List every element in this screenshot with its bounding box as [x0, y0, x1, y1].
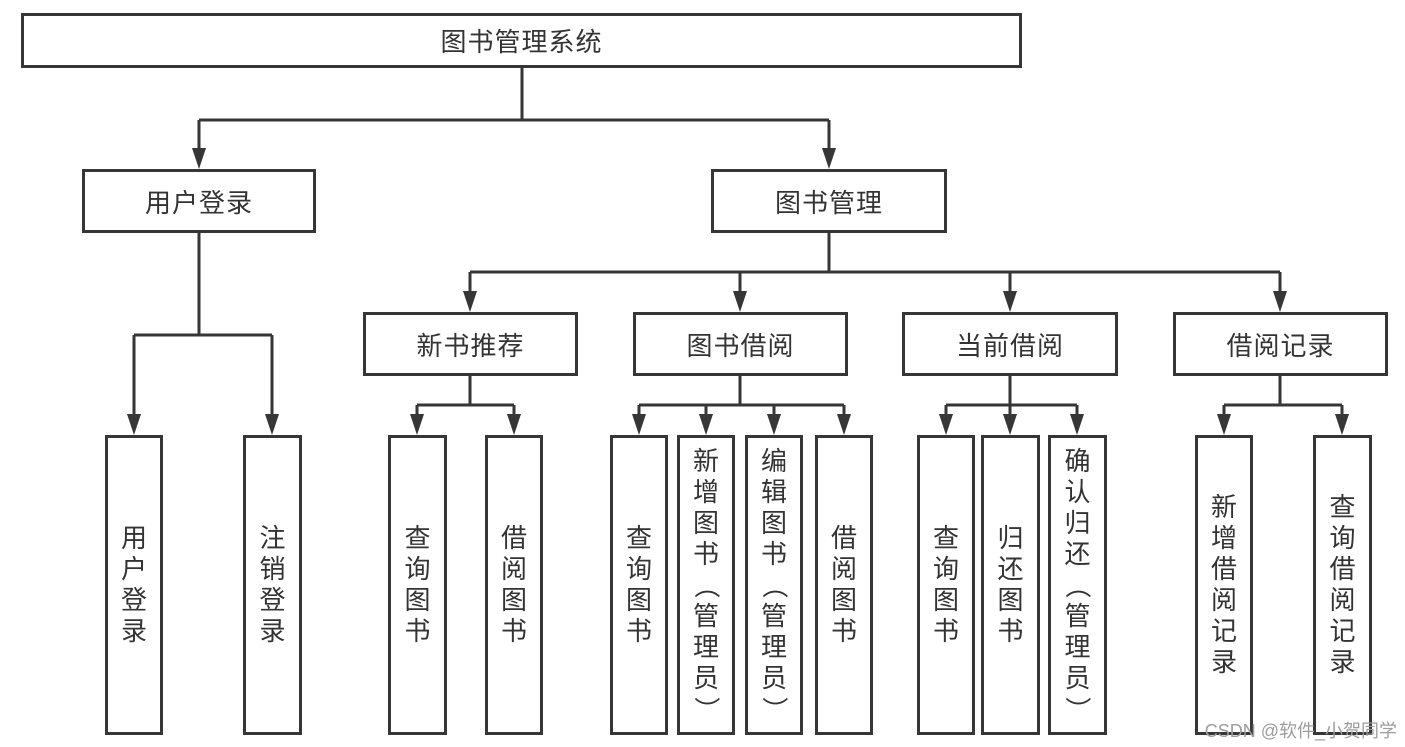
leaf-user-login-label: 用户登录 — [120, 523, 147, 646]
leaf-borrow-books-borrowing: 借阅图书 — [815, 435, 873, 735]
leaf-add-book-admin: 新增图书（管理员） — [677, 435, 735, 735]
node-user-login-label: 用户登录 — [144, 187, 253, 218]
leaf-confirm-return-admin-label: 确认归还（管理员） — [1062, 445, 1093, 723]
leaf-query-borrow-record: 查询借阅记录 — [1313, 435, 1372, 735]
leaf-borrow-books-recommend-label: 借阅图书 — [500, 523, 527, 646]
node-book-borrowing-label: 图书借阅 — [686, 330, 795, 361]
node-new-book-recommend: 新书推荐 — [363, 312, 578, 376]
leaf-query-books-borrowing: 查询图书 — [610, 435, 668, 735]
node-book-management-label: 图书管理 — [774, 187, 883, 218]
node-book-management: 图书管理 — [711, 169, 947, 233]
leaf-logout: 注销登录 — [243, 435, 302, 735]
leaf-query-books-current: 查询图书 — [917, 435, 975, 735]
leaf-query-books-recommend-label: 查询图书 — [404, 523, 431, 646]
leaf-borrow-books-borrowing-label: 借阅图书 — [830, 523, 857, 646]
leaf-query-books-recommend: 查询图书 — [388, 435, 447, 735]
node-user-login: 用户登录 — [82, 169, 316, 233]
node-library-management-system: 图书管理系统 — [21, 13, 1022, 68]
node-current-borrowing-label: 当前借阅 — [955, 330, 1064, 361]
leaf-add-borrow-record-label: 新增借阅记录 — [1210, 492, 1237, 677]
node-new-book-recommend-label: 新书推荐 — [416, 330, 525, 361]
leaf-return-books-label: 归还图书 — [997, 523, 1024, 646]
node-book-borrowing: 图书借阅 — [633, 312, 848, 376]
node-borrowing-records-label: 借阅记录 — [1226, 330, 1335, 361]
node-current-borrowing: 当前借阅 — [902, 312, 1118, 376]
leaf-add-borrow-record: 新增借阅记录 — [1195, 435, 1253, 735]
leaf-query-books-current-label: 查询图书 — [932, 523, 959, 646]
leaf-add-book-admin-label: 新增图书（管理员） — [691, 445, 722, 723]
leaf-borrow-books-recommend: 借阅图书 — [485, 435, 543, 735]
leaf-logout-label: 注销登录 — [259, 523, 286, 646]
leaf-edit-book-admin: 编辑图书（管理员） — [745, 435, 803, 735]
node-borrowing-records: 借阅记录 — [1173, 312, 1388, 376]
csdn-watermark: CSDN @软件_小贺同学 — [1204, 721, 1397, 741]
leaf-query-borrow-record-label: 查询借阅记录 — [1329, 492, 1356, 677]
arrowheads — [127, 148, 1349, 435]
leaf-confirm-return-admin: 确认归还（管理员） — [1048, 435, 1107, 735]
leaf-return-books: 归还图书 — [981, 435, 1040, 735]
leaf-query-books-borrowing-label: 查询图书 — [625, 523, 652, 646]
leaf-user-login: 用户登录 — [105, 435, 163, 735]
node-library-management-system-label: 图书管理系统 — [440, 27, 603, 57]
leaf-edit-book-admin-label: 编辑图书（管理员） — [759, 445, 790, 723]
